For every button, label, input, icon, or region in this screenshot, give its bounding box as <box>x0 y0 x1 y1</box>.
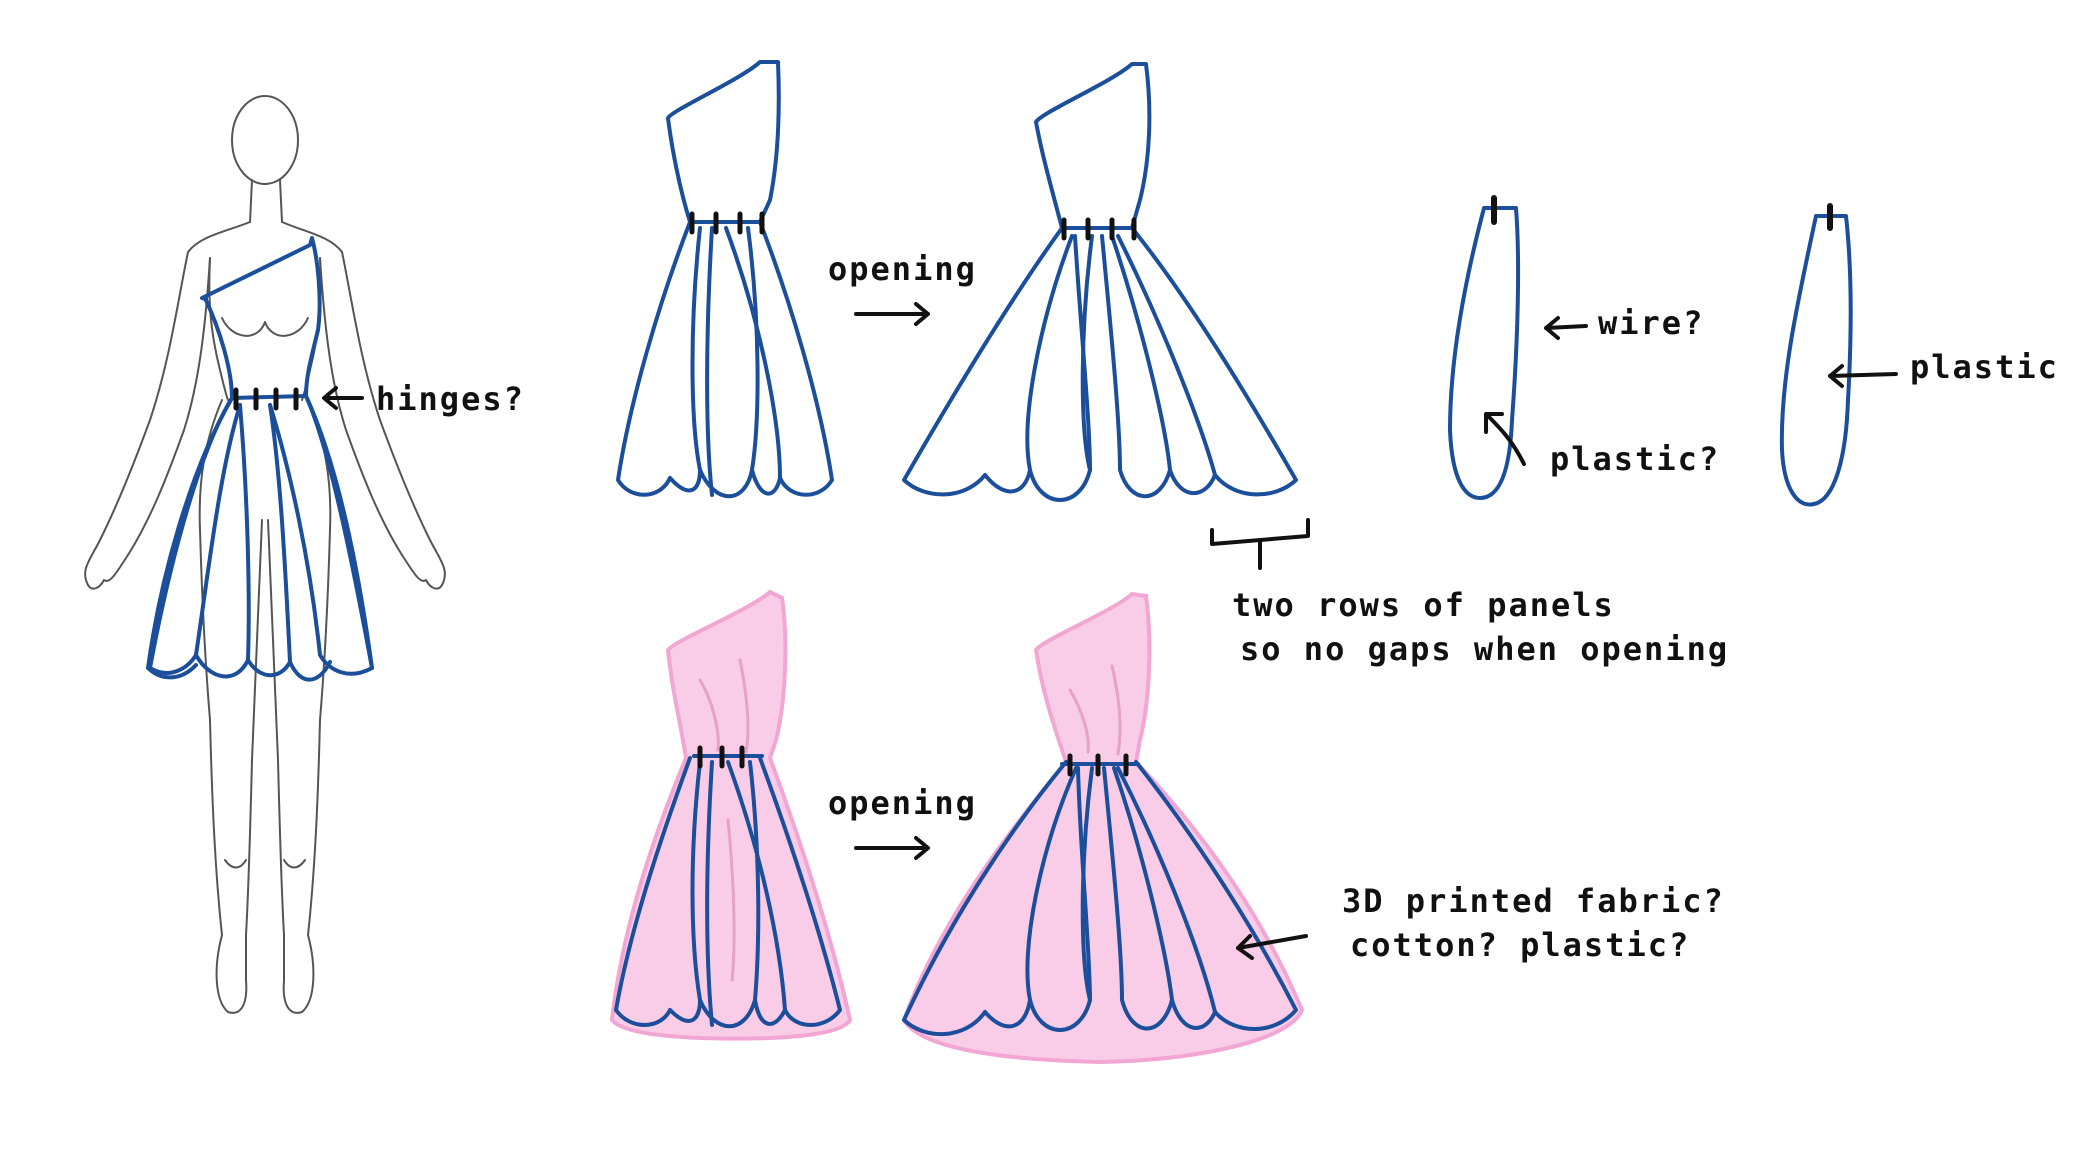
material-arrow <box>1236 934 1308 960</box>
panel-outline-plastic <box>1779 214 1853 507</box>
two-rows-annotation: two rows of panels so no gaps when openi… <box>1232 586 1729 668</box>
material-annotation: 3D printed fabric? cotton? plastic? <box>1236 882 1725 964</box>
dress-closed-pink <box>609 589 853 1041</box>
opening-top-label: opening <box>828 250 977 288</box>
mannequin-figure <box>84 95 446 1014</box>
mannequin-dress-outline <box>146 236 374 682</box>
hinges-arrow <box>322 386 364 410</box>
hinges-label: hinges? <box>376 380 525 418</box>
dress-open-top <box>902 62 1298 502</box>
opening-bottom-label: opening <box>828 784 977 822</box>
material-line1: 3D printed fabric? <box>1342 882 1725 920</box>
panel-outline-wire <box>1448 206 1521 500</box>
mannequin-outline <box>84 95 446 1014</box>
pink-fill-closed <box>609 589 853 1041</box>
dress-open-pink <box>901 591 1305 1065</box>
two-rows-line2: so no gaps when opening <box>1240 630 1729 668</box>
wire-label: wire? <box>1598 304 1704 342</box>
plastic-arrow <box>1828 364 1898 388</box>
panel-wire-detail: wire? plastic? <box>1448 195 1720 500</box>
plastic-q-label: plastic? <box>1550 440 1720 478</box>
opening-bottom-arrow <box>854 836 930 860</box>
opening-top-annotation: opening <box>828 250 977 326</box>
plastic-q-arrow <box>1484 412 1526 466</box>
dress-closed-top <box>616 60 834 499</box>
hinges-annotation: hinges? <box>322 380 525 418</box>
opening-top-arrow <box>854 302 930 326</box>
plastic-label: plastic <box>1910 348 2059 386</box>
two-rows-line1: two rows of panels <box>1232 586 1615 624</box>
opening-bottom-annotation: opening <box>828 784 977 860</box>
panel-plastic-detail: plastic <box>1779 203 2059 507</box>
material-line2: cotton? plastic? <box>1350 926 1690 964</box>
wire-arrow <box>1544 316 1588 340</box>
two-rows-bracket <box>1210 518 1310 570</box>
